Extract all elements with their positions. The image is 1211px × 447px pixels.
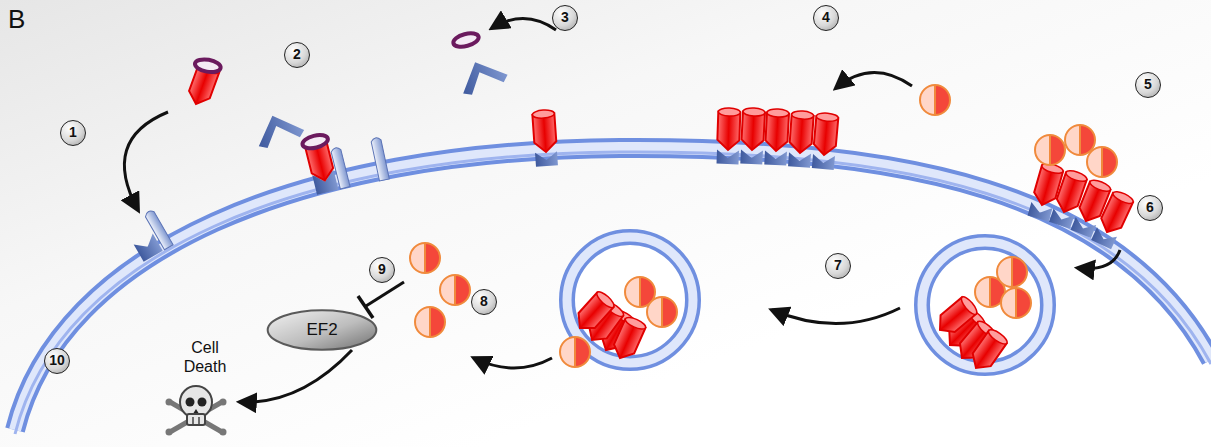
callout-number: 3 (552, 5, 578, 31)
protein-ellipse: EF2 (266, 309, 378, 351)
callout-number: 4 (813, 5, 839, 31)
callout-number: 9 (369, 257, 395, 283)
callout-number: 2 (284, 42, 310, 68)
callout-number: 5 (1135, 72, 1161, 98)
node-text: EF2 (306, 320, 337, 340)
outcome-label: Cell Death (177, 338, 233, 376)
callout-number: 1 (60, 120, 86, 146)
callout-number: 6 (1137, 195, 1163, 221)
panel-letter: B (8, 4, 25, 35)
callout-number: 7 (825, 253, 851, 279)
callout-number: 8 (471, 289, 497, 315)
callout-number: 10 (44, 348, 70, 374)
